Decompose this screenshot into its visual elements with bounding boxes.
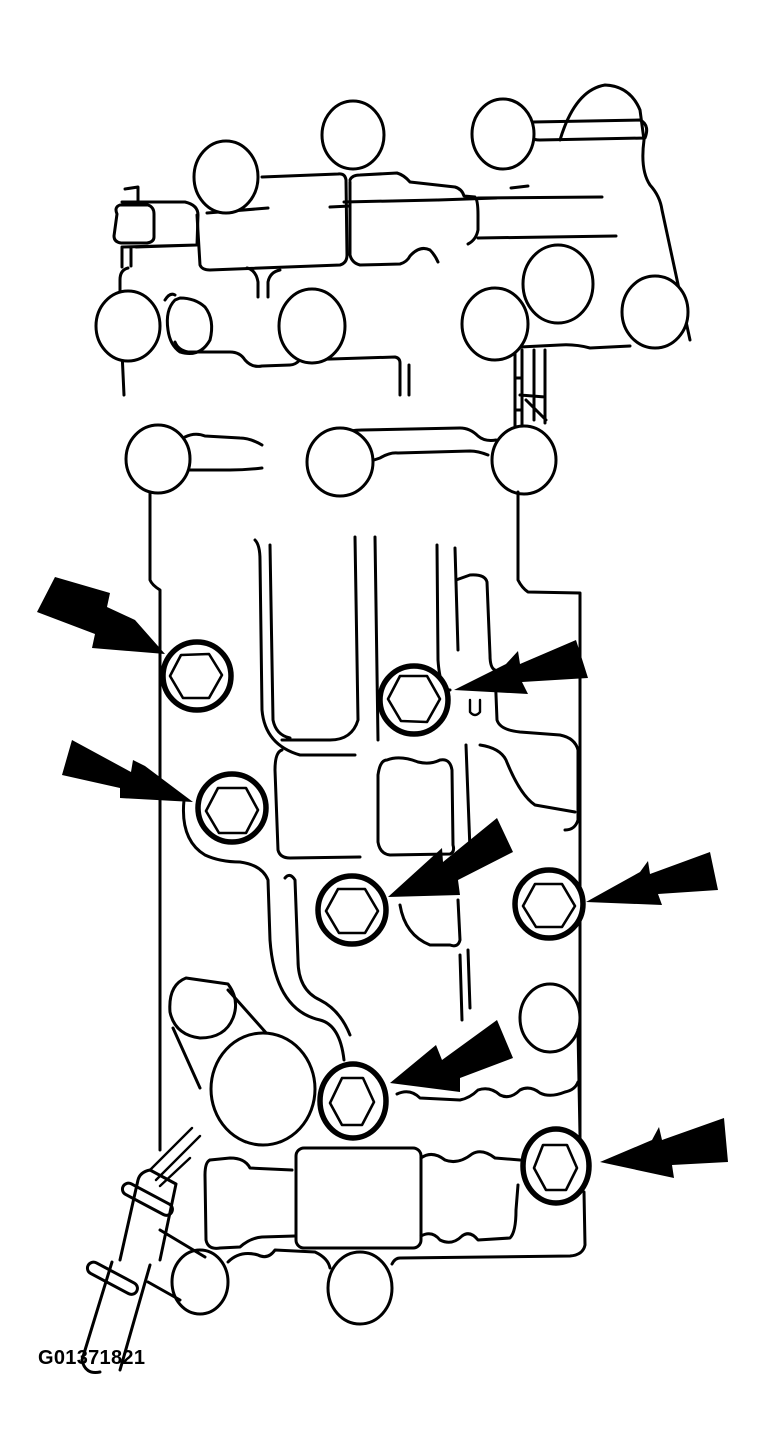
- lower-plate: [80, 490, 587, 1374]
- bolt-2: [377, 663, 451, 737]
- arrow-icon: [37, 577, 165, 654]
- callout-arrows: [37, 577, 728, 1178]
- arrow-icon: [390, 1020, 513, 1092]
- bolt-6: [317, 1061, 389, 1141]
- arrow-icon: [454, 640, 588, 694]
- figure-id-label: G01371821: [38, 1347, 146, 1369]
- upper-valve-body: [112, 83, 692, 472]
- arrow-icon: [388, 818, 513, 897]
- bolt-1: [160, 639, 234, 713]
- arrow-icon: [586, 852, 718, 905]
- arrow-icon: [600, 1118, 728, 1178]
- bolt-4: [315, 873, 389, 947]
- bolt-5: [512, 867, 586, 941]
- arrow-icon: [62, 740, 193, 802]
- bolt-3: [195, 771, 269, 845]
- upper-bosses: [94, 97, 690, 498]
- bolt-7: [520, 1126, 592, 1206]
